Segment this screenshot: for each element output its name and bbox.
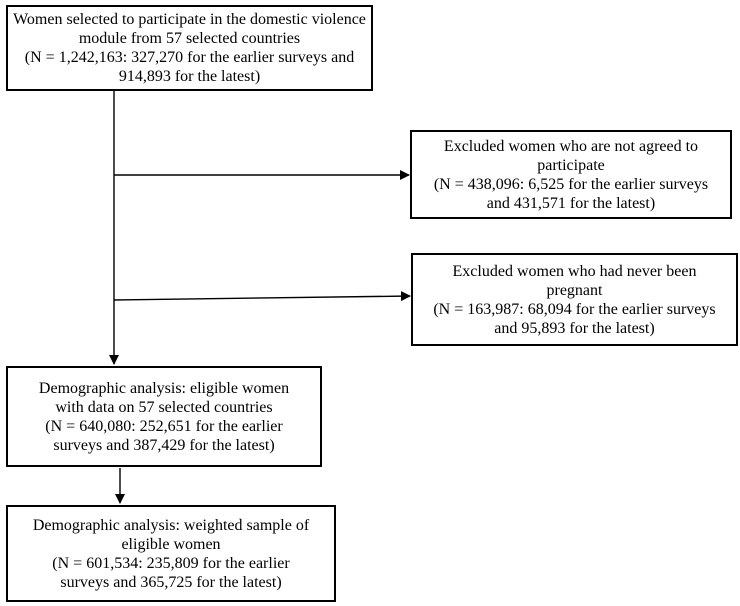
selected-women-line-3: (N = 1,242,163: 327,270 for the earlier … bbox=[24, 49, 355, 66]
selected-women-line-4: 914,893 for the latest) bbox=[118, 68, 261, 85]
excluded-never-pregnant-box: Excluded women who had never been pregna… bbox=[411, 253, 738, 346]
selected-women-line-2: module from 57 selected countries bbox=[78, 30, 301, 47]
excluded-not-agreed-box: Excluded women who are not agreed to par… bbox=[410, 130, 732, 219]
excluded-never-pregnant-line-2: pregnant bbox=[546, 281, 603, 299]
selected-women-line-1: Women selected to participate in the dom… bbox=[13, 11, 366, 28]
excluded-not-agreed-line-4: and 431,571 for the latest) bbox=[486, 194, 656, 212]
selected-women-box: Women selected to participate in the dom… bbox=[6, 5, 373, 91]
weighted-sample-box: Demographic analysis: weighted sample of… bbox=[6, 505, 336, 602]
excluded-not-agreed-line-3: (N = 438,096: 6,525 for the earlier surv… bbox=[433, 175, 709, 193]
exclusion-arrow-never-pregnant bbox=[113, 291, 411, 302]
excluded-not-agreed-line-1: Excluded women who are not agreed to bbox=[443, 137, 699, 155]
eligible-women-line-1: Demographic analysis: eligible women bbox=[38, 379, 290, 397]
eligible-women-box: Demographic analysis: eligible women wit… bbox=[6, 366, 322, 467]
excluded-never-pregnant-line-1: Excluded women who had never been bbox=[452, 262, 697, 280]
excluded-not-agreed-line-2: participate bbox=[537, 156, 605, 174]
eligible-women-line-3: (N = 640,080: 252,651 for the earlier bbox=[45, 417, 283, 435]
excluded-never-pregnant-line-4: and 95,893 for the latest) bbox=[494, 319, 655, 337]
weighted-sample-line-3: (N = 601,534: 235,809 for the earlier bbox=[52, 554, 290, 572]
weighted-sample-line-2: eligible women bbox=[121, 535, 221, 553]
excluded-never-pregnant-line-3: (N = 163,987: 68,094 for the earlier sur… bbox=[433, 300, 716, 318]
weighted-sample-line-4: surveys and 365,725 for the latest) bbox=[60, 573, 282, 591]
eligible-women-line-2: with data on 57 selected countries bbox=[55, 398, 273, 416]
selected-women-text: Women selected to participate in the dom… bbox=[13, 10, 366, 86]
weighted-sample-line-1: Demographic analysis: weighted sample of bbox=[32, 516, 310, 534]
eligible-women-text: Demographic analysis: eligible women wit… bbox=[39, 379, 289, 455]
excluded-never-pregnant-text: Excluded women who had never been pregna… bbox=[433, 262, 715, 338]
eligible-women-line-4: surveys and 387,429 for the latest) bbox=[53, 436, 275, 454]
weighted-sample-text: Demographic analysis: weighted sample of… bbox=[33, 516, 309, 592]
excluded-not-agreed-text: Excluded women who are not agreed to par… bbox=[434, 137, 708, 213]
